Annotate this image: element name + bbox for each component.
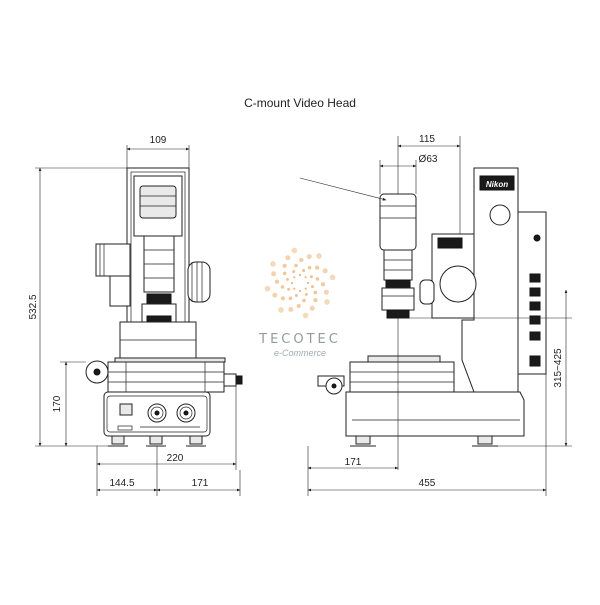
watermark-dot (315, 277, 320, 281)
watermark-dot (264, 285, 271, 292)
watermark-dot (309, 275, 313, 279)
watermark-dot (296, 303, 301, 309)
watermark-dot (292, 270, 296, 274)
watermark-dot (293, 287, 296, 290)
dim-side-lens-diameter: Ø63 (419, 154, 438, 165)
watermark-dot (299, 257, 304, 263)
front-column (95, 167, 211, 359)
watermark-dot (294, 263, 298, 268)
watermark-dot (304, 292, 308, 296)
side-view: Nikon (317, 167, 547, 470)
watermark-dot (290, 281, 294, 285)
watermark-dot (329, 274, 336, 281)
watermark-dot (313, 297, 318, 303)
watermark-dot (280, 296, 286, 301)
watermark-dot (278, 307, 284, 313)
watermark-dot (302, 312, 309, 319)
side-dimensions: 115 Ø63 315~425 171 455 (299, 134, 572, 496)
watermark-dot (285, 255, 291, 261)
watermark-dot (311, 285, 314, 289)
front-stage (85, 357, 243, 393)
side-stage (317, 355, 455, 395)
brand-logo-nikon: Nikon (486, 180, 508, 189)
watermark-dot (316, 253, 322, 259)
side-video-head (379, 193, 417, 319)
watermark-dot (320, 282, 326, 287)
watermark-dot (294, 294, 298, 297)
dim-side-front-offset: 171 (345, 457, 362, 468)
watermark-dot (302, 269, 306, 272)
watermark-swirl-icon (264, 247, 336, 319)
dim-side-top-width: 115 (419, 134, 435, 145)
dim-front-total-height: 532.5 (28, 294, 39, 319)
front-dimensions: 109 532.5 170 220 144.5 171 (28, 135, 241, 496)
watermark-dot (288, 296, 293, 301)
watermark-dot (271, 271, 277, 277)
watermark-dot (293, 276, 296, 279)
watermark-dot (282, 263, 287, 269)
watermark-dot (304, 276, 307, 279)
front-view (85, 167, 243, 447)
watermark-dot (307, 265, 312, 270)
front-base (103, 391, 211, 447)
dim-front-right-offset: 171 (192, 478, 209, 489)
watermark-dot (314, 265, 320, 270)
watermark-dot (323, 289, 329, 295)
watermark-dot (270, 261, 276, 267)
watermark-dot (324, 299, 330, 305)
watermark-dot (280, 285, 285, 289)
side-base (345, 391, 525, 447)
watermark-subtitle: e-Commerce (274, 348, 326, 358)
watermark-dot (282, 271, 287, 276)
watermark-dot (298, 273, 302, 277)
watermark-dot (304, 287, 307, 290)
drawing-title: C-mount Video Head (244, 96, 356, 110)
watermark: TECOTEC e-Commerce (258, 247, 341, 358)
watermark-dot (272, 292, 278, 298)
side-focus-block (419, 233, 477, 319)
watermark-dot (286, 277, 289, 281)
watermark-dot (309, 305, 315, 311)
dim-front-stage-height: 170 (52, 395, 63, 412)
dim-front-base-width: 220 (167, 453, 184, 464)
dim-front-left-offset: 144.5 (109, 478, 134, 489)
watermark-dot (302, 298, 306, 303)
watermark-name: TECOTEC (258, 332, 341, 347)
watermark-dot (288, 306, 294, 312)
dim-side-working-range: 315~425 (553, 348, 564, 388)
watermark-dot (298, 289, 302, 293)
side-arm: Nikon (461, 167, 547, 393)
watermark-dot (291, 247, 298, 254)
watermark-dot (287, 287, 291, 291)
watermark-dot (306, 254, 312, 260)
watermark-dot (306, 281, 310, 285)
watermark-dot (274, 279, 280, 284)
watermark-dot (322, 268, 328, 274)
dim-front-top-width: 109 (150, 135, 167, 146)
dim-side-total-depth: 455 (419, 478, 436, 489)
watermark-dot (313, 290, 318, 295)
